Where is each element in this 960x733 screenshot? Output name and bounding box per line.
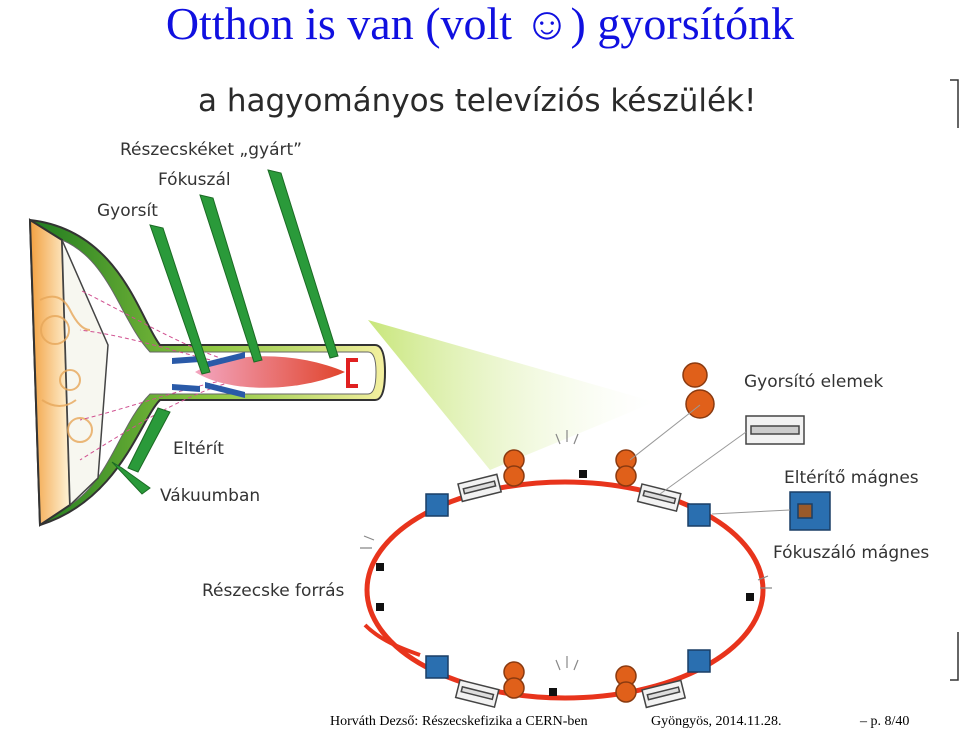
label-accelerating-elements: Gyorsító elemek (744, 372, 883, 392)
label-particle-making: Részecskéket „gyárt” (120, 140, 302, 160)
figure-headline: a hagyományos televíziós készülék! (198, 83, 756, 119)
label-deflecting-magnet: Eltérítő mágnes (784, 468, 919, 488)
label-focus: Fókuszál (158, 170, 231, 190)
label-particle-source: Részecske forrás (202, 581, 345, 601)
accelerator-ring (363, 470, 766, 701)
edge-mark-bottom (950, 632, 959, 681)
label-focusing-magnet: Fókuszáló mágnes (773, 543, 929, 563)
sparkles (360, 430, 772, 671)
label-deflect: Eltérít (173, 439, 224, 459)
footer-venue: Gyöngyös, 2014.11.28. (651, 714, 782, 729)
magnification-cone (368, 320, 655, 470)
footer-talk: Részecskefizika a CERN-ben (422, 714, 588, 729)
focusing-magnets (425, 491, 831, 679)
label-accelerate: Gyorsít (97, 201, 158, 221)
label-pointers (111, 169, 339, 495)
slide-title: Otthon is van (volt ☺) gyorsítónk (165, 0, 795, 49)
callout-lines (629, 404, 791, 515)
accelerator-illustration: a hagyományos televíziós készülék! (28, 79, 959, 709)
label-vacuum: Vákuumban (160, 486, 260, 506)
footer-page: – p. 8/40 (860, 714, 910, 729)
footer-author: Horváth Dezső: (330, 714, 419, 729)
edge-mark-top (950, 79, 959, 128)
deflecting-magnets (454, 415, 805, 709)
